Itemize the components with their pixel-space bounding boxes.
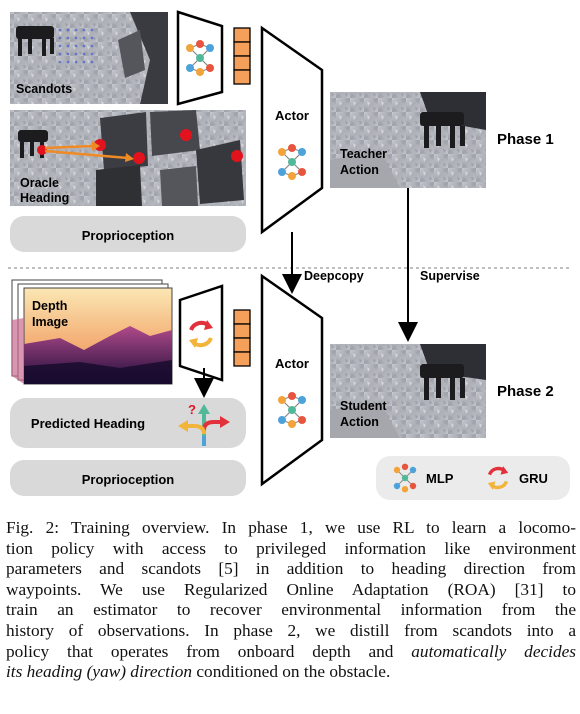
phase2-label: Phase 2 xyxy=(497,383,554,400)
mlp-icon xyxy=(186,40,214,76)
caption-text: conditioned on the obstacle. xyxy=(192,662,391,682)
scandots-label: Scandots xyxy=(16,82,72,96)
legend-gru-icon xyxy=(487,466,509,490)
teacher-action-line2: Action xyxy=(340,163,379,177)
mlp-icon xyxy=(278,144,306,180)
caption-text: policy that operates from onboard depth … xyxy=(6,641,412,661)
caption-italic: its heading (yaw) direction xyxy=(6,662,193,682)
actor-bottom-label: Actor xyxy=(275,356,309,371)
oracle-heading-image xyxy=(10,110,246,206)
gru-icon xyxy=(189,320,213,348)
actor-top-label: Actor xyxy=(275,108,309,123)
caption-line: Fig. 2: Training overview. In phase 1, w… xyxy=(6,518,576,537)
supervise-label: Supervise xyxy=(420,269,480,283)
actor-top xyxy=(260,25,324,235)
student-action-line1: Student xyxy=(340,399,387,413)
training-overview-diagram: Scandots Oracle Heading Proprioception xyxy=(8,10,572,500)
depth-encoder xyxy=(178,284,224,382)
robot-dog-icon xyxy=(16,26,54,56)
teacher-action-image xyxy=(330,92,486,188)
latent-vector-bottom xyxy=(233,309,251,367)
oracle-heading-line1: Oracle xyxy=(20,176,59,190)
caption-line: history of observations. In phase 2, we … xyxy=(6,620,576,640)
phase1-label: Phase 1 xyxy=(497,131,554,148)
depth-image-line2: Image xyxy=(32,315,68,329)
legend-box xyxy=(376,456,570,500)
depth-image-label: Depth Image xyxy=(32,299,71,329)
figure-caption: Fig. 2: Training overview. In phase 1, w… xyxy=(6,518,576,683)
waypoint-marker xyxy=(180,129,192,141)
student-action-label: Student Action xyxy=(340,399,390,429)
proprioception-pill-top xyxy=(10,216,246,252)
caption-line: train an estimator to recover environmen… xyxy=(6,600,576,620)
legend-gru-label: GRU xyxy=(519,471,548,486)
legend-mlp-label: MLP xyxy=(426,471,454,486)
student-action-image xyxy=(330,344,486,438)
question-mark: ? xyxy=(188,402,196,417)
proprioception-bottom-label: Proprioception xyxy=(82,472,175,487)
caption-line-mixed: policy that operates from onboard depth … xyxy=(6,642,576,663)
latent-vector-top xyxy=(233,27,251,85)
caption-line: waypoints. We use Regularized Online Ada… xyxy=(6,579,576,599)
teacher-action-label: Teacher Action xyxy=(340,147,391,177)
caption-line: tion policy with access to privileged in… xyxy=(6,538,576,558)
depth-image-stack xyxy=(11,279,173,385)
waypoint-marker xyxy=(231,150,243,162)
actor-bottom xyxy=(260,273,324,487)
proprioception-pill-bottom xyxy=(10,460,246,496)
depth-image-line1: Depth xyxy=(32,299,67,313)
oracle-heading-label: Oracle Heading xyxy=(20,176,69,205)
proprioception-top-label: Proprioception xyxy=(82,228,175,243)
waypoint-marker xyxy=(94,139,106,151)
heading-options-icon: ? xyxy=(178,402,230,446)
student-action-line2: Action xyxy=(340,415,379,429)
predicted-heading-pill xyxy=(10,398,246,448)
waypoint-marker xyxy=(133,152,145,164)
caption-line: parameters and scandots [5] in addition … xyxy=(6,559,576,579)
legend-mlp-icon xyxy=(393,463,417,493)
scandots-image xyxy=(10,12,168,104)
caption-line-mixed: its heading (yaw) direction conditioned … xyxy=(6,662,576,683)
caption-italic: automatically decides xyxy=(411,641,576,661)
teacher-action-line1: Teacher xyxy=(340,147,387,161)
oracle-heading-line2: Heading xyxy=(20,191,69,205)
mlp-icon xyxy=(278,392,306,428)
predicted-heading-label: Predicted Heading xyxy=(31,416,145,431)
deepcopy-label: Deepcopy xyxy=(304,269,364,283)
